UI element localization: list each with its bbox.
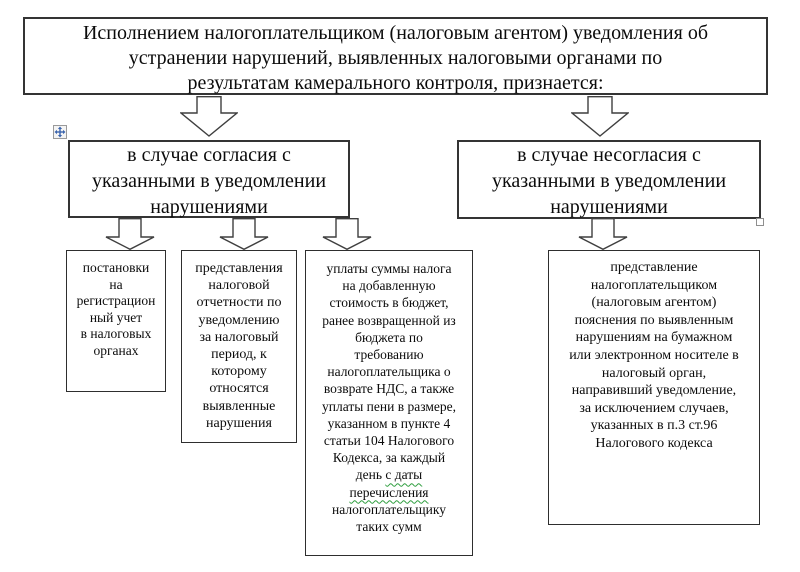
flowchart-title-box[interactable]: Исполнением налогоплательщиком (налоговы… (23, 17, 768, 95)
down-arrow[interactable] (219, 218, 269, 250)
leaf-box-registration[interactable]: постановки на регистрацион ный учет в на… (66, 250, 166, 392)
down-arrow[interactable] (578, 218, 628, 250)
down-block-arrow-icon (578, 218, 628, 250)
down-arrow[interactable] (105, 218, 155, 250)
leaf-vat-text-after: налогоплательщику таких сумм (332, 501, 446, 535)
move-handle-icon[interactable] (53, 125, 67, 139)
leaf-box-vat-repayment[interactable]: уплаты суммы налога на добавленную стоим… (305, 250, 473, 556)
down-block-arrow-icon (180, 96, 238, 137)
leaf-vat-spellcheck-text: с даты перечисления (349, 467, 429, 500)
down-block-arrow-icon (219, 218, 269, 250)
leaf-box-tax-reporting[interactable]: представления налоговой отчетности по ув… (181, 250, 297, 443)
down-arrow[interactable] (322, 218, 372, 250)
branch-box-disagree[interactable]: в случае несогласия с указанными в уведо… (457, 140, 761, 219)
resize-handle[interactable] (756, 218, 764, 226)
down-arrow[interactable] (571, 96, 629, 137)
down-block-arrow-icon (105, 218, 155, 250)
leaf-vat-text: уплаты суммы налога на добавленную стоим… (321, 261, 457, 483)
leaf-box-explanation[interactable]: представление налогоплательщиком (налого… (548, 250, 760, 525)
down-block-arrow-icon (322, 218, 372, 250)
branch-box-agree[interactable]: в случае согласия с указанными в уведомл… (68, 140, 350, 218)
down-arrow[interactable] (180, 96, 238, 137)
down-block-arrow-icon (571, 96, 629, 137)
four-way-arrows-icon (54, 126, 66, 138)
